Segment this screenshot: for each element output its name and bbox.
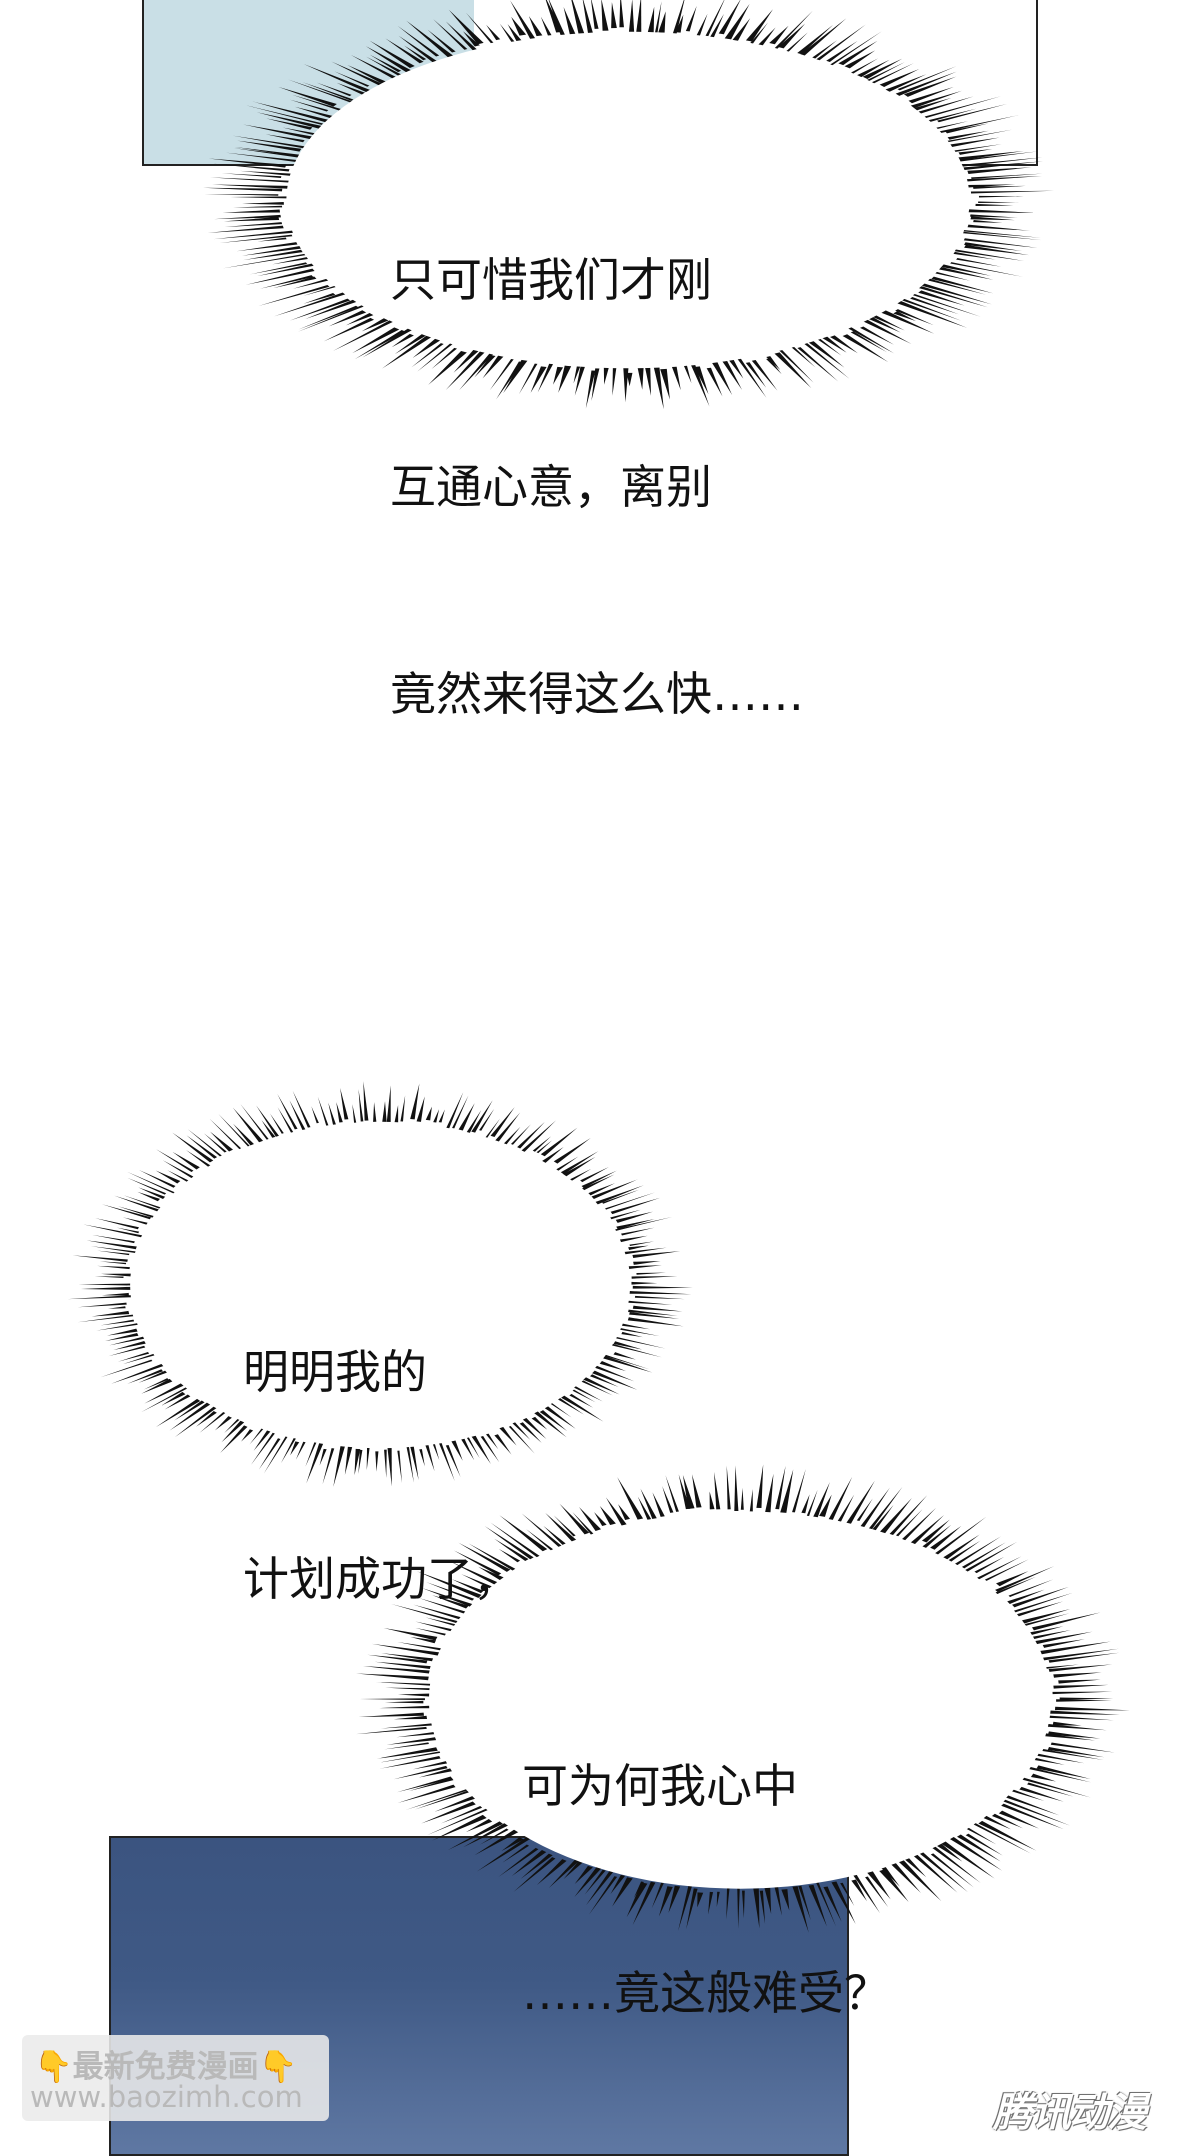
bubble-1-line-1: 只可惜我们才刚	[390, 253, 712, 307]
bubble-3-body	[428, 1511, 1052, 1889]
bubble-2-spikes	[67, 1081, 693, 1487]
bubble-2-line-1: 明明我的	[243, 1345, 427, 1399]
bubble-2-body	[130, 1121, 630, 1449]
bubble-3-line-2: ……竟这般难受？	[522, 1966, 890, 2020]
bubble-1-body	[286, 31, 970, 369]
bubble-2-line-2: 计划成功了，	[243, 1552, 519, 1606]
bubble-3-line-1: 可为何我心中	[522, 1759, 798, 1813]
bubble-1-spikes	[202, 0, 1055, 410]
publisher-logo: 腾讯动漫	[993, 2090, 1147, 2136]
watermark-site-badge: 👇最新免费漫画👇 www.baozimh.com	[22, 2035, 329, 2121]
bubble-1-text: 只可惜我们才刚 互通心意，离别 竟然来得这么快……	[390, 108, 804, 798]
bubble-1-line-3: 竟然来得这么快……	[390, 667, 804, 721]
bubble-3-spikes	[355, 1464, 1130, 1933]
bubble-3-text: 可为何我心中 ……竟这般难受？	[522, 1614, 890, 2097]
bubble-1-line-2: 互通心意，离别	[390, 460, 712, 514]
watermark-line-1: 👇最新免费漫画👇	[34, 2049, 298, 2085]
bubble-2-text: 明明我的 计划成功了，	[243, 1200, 519, 1683]
watermark-line-2: www.baozimh.com	[30, 2080, 303, 2114]
